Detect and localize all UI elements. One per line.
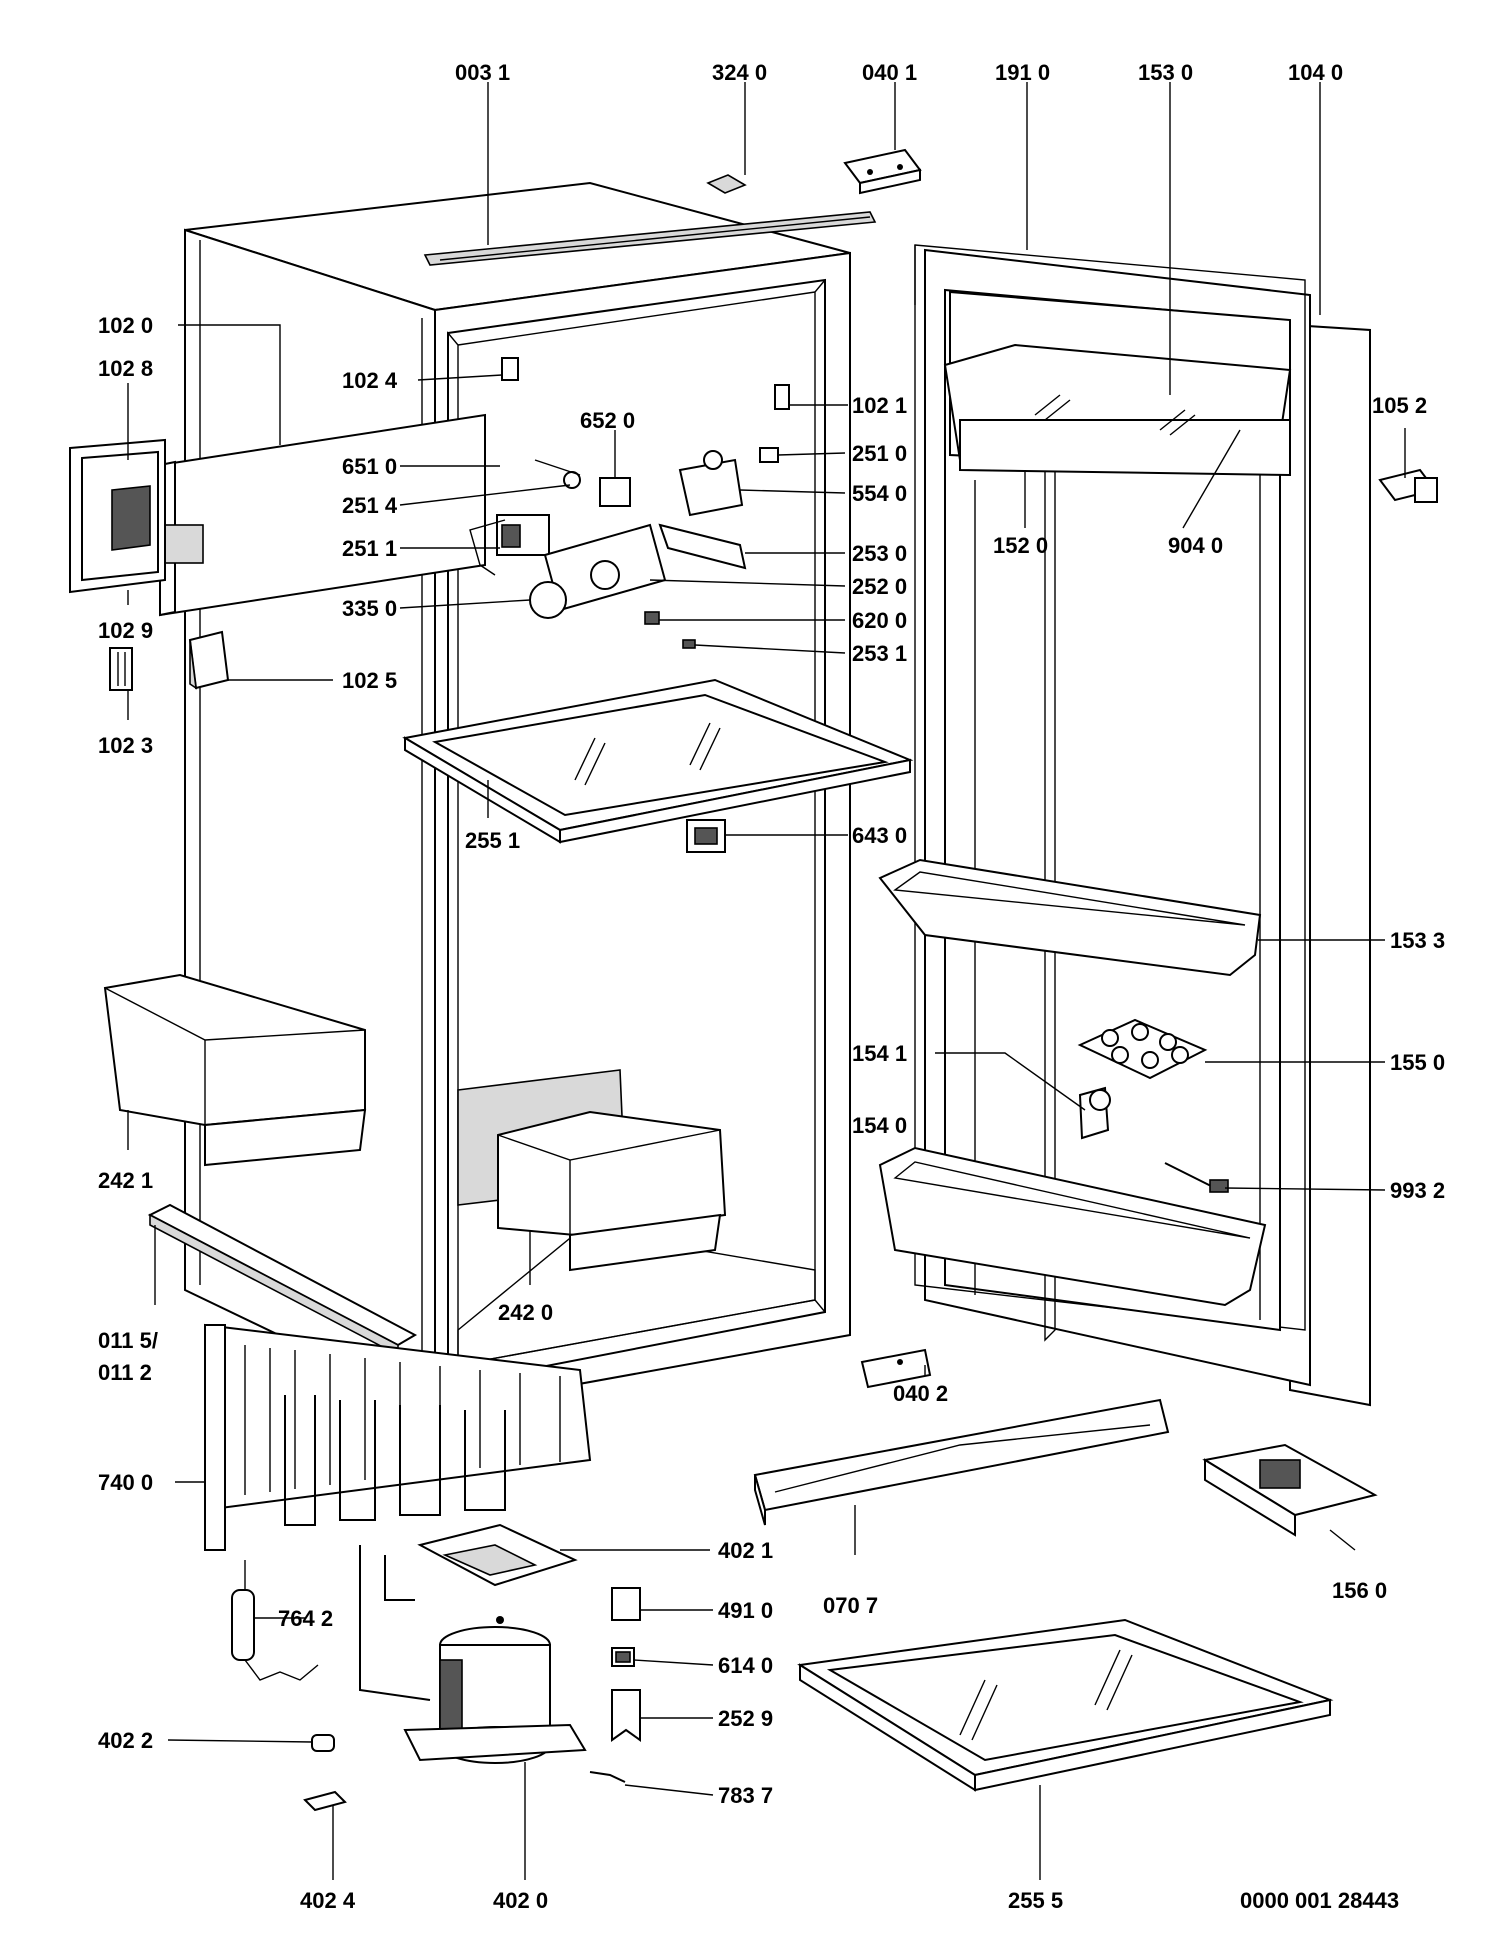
top-trim-strip: [423, 211, 877, 266]
hinge-cover: [706, 174, 747, 194]
thermometer: [1164, 1162, 1229, 1193]
label-1533: 153 3: [1390, 928, 1445, 953]
cable-connector: [589, 1771, 626, 1783]
label-1029: 102 9: [98, 618, 153, 643]
bottom-hinge: [860, 1348, 932, 1389]
door-shelf-middle: [878, 858, 1262, 977]
switch-housing: [686, 819, 726, 853]
label-2421: 242 1: [98, 1168, 153, 1193]
label-7837: 783 7: [718, 1783, 773, 1808]
label-6520: 652 0: [580, 408, 635, 433]
label-1021: 102 1: [852, 393, 907, 418]
start-device: [611, 1689, 641, 1742]
condenser: [204, 1323, 592, 1551]
label-2529: 252 9: [718, 1706, 773, 1731]
glass-shelf-lower: [797, 1618, 1334, 1792]
label-1025: 102 5: [342, 668, 397, 693]
leader-lines: [127, 82, 1406, 1880]
label-0401: 040 1: [862, 60, 917, 85]
label-1540: 154 0: [852, 1113, 907, 1138]
crisper-drawer-left: [103, 973, 367, 1167]
label-9932: 993 2: [1390, 1178, 1445, 1203]
label-1040: 104 0: [1288, 60, 1343, 85]
label-4024: 402 4: [300, 1888, 356, 1913]
label-6140: 614 0: [718, 1653, 773, 1678]
label-1020: 102 0: [98, 313, 153, 338]
label-0112: 011 2: [98, 1360, 152, 1385]
light-thermostat-assembly: [469, 357, 790, 649]
grommet: [311, 1734, 335, 1752]
label-4020: 402 0: [493, 1888, 548, 1913]
compressor: [359, 1545, 587, 1764]
label-2514: 251 4: [342, 493, 398, 518]
label-1024: 102 4: [342, 368, 398, 393]
label-6200: 620 0: [852, 608, 907, 633]
label-3350: 335 0: [342, 596, 397, 621]
label-7642: 764 2: [278, 1606, 333, 1631]
label-4022: 402 2: [98, 1728, 153, 1753]
label-6430: 643 0: [852, 823, 907, 848]
relay: [611, 1587, 641, 1621]
label-5540: 554 0: [852, 481, 907, 506]
glass-shelf-upper: [402, 678, 914, 844]
part-labels: 003 1 324 0 040 1 191 0 153 0 104 0 102 …: [98, 60, 1445, 1913]
label-1560: 156 0: [1332, 1578, 1387, 1603]
label-1028: 102 8: [98, 356, 153, 381]
control-panel: [159, 413, 486, 617]
panel-clip: [109, 647, 133, 691]
label-1023: 102 3: [98, 733, 153, 758]
bottle-retainer: [1078, 1086, 1111, 1140]
dairy-compartment: [943, 290, 1292, 477]
label-2511: 251 1: [342, 536, 397, 561]
egg-tray: [1077, 1018, 1208, 1080]
bracket: [188, 630, 230, 690]
label-2530: 253 0: [852, 541, 907, 566]
label-2510: 251 0: [852, 441, 907, 466]
label-6510: 651 0: [342, 454, 397, 479]
panel-frame: [69, 438, 166, 594]
label-2555: 255 5: [1008, 1888, 1063, 1913]
label-0031: 003 1: [455, 60, 510, 85]
compressor-mount-bracket: [417, 1523, 578, 1587]
label-1541: 154 1: [852, 1041, 907, 1066]
drawing-number: 0000 001 28443: [1240, 1888, 1399, 1913]
label-2420: 242 0: [498, 1300, 553, 1325]
crisper-drawer-inner: [457, 1069, 727, 1272]
door-shelf-bottom: [878, 1146, 1267, 1307]
toe-grille: [753, 1398, 1170, 1526]
clip: [303, 1790, 347, 1812]
door-hinge-bracket: [1378, 468, 1438, 503]
label-9040: 904 0: [1168, 533, 1223, 558]
label-1530: 153 0: [1138, 60, 1193, 85]
label-7400: 740 0: [98, 1470, 153, 1495]
label-2551: 255 1: [465, 828, 520, 853]
label-0115: 011 5/: [98, 1328, 158, 1353]
ice-cube-tray: [1202, 1443, 1378, 1537]
label-0402: 040 2: [893, 1381, 948, 1406]
label-4910: 491 0: [718, 1598, 773, 1623]
label-3240: 324 0: [712, 60, 767, 85]
label-0707: 070 7: [823, 1593, 878, 1618]
label-2531: 253 1: [852, 641, 907, 666]
label-1052: 105 2: [1372, 393, 1427, 418]
label-1550: 155 0: [1390, 1050, 1445, 1075]
label-1520: 152 0: [993, 533, 1048, 558]
label-4021: 402 1: [718, 1538, 773, 1563]
label-2520: 252 0: [852, 574, 907, 599]
top-hinge: [843, 148, 922, 195]
overload-protector: [611, 1647, 635, 1667]
label-1910: 191 0: [995, 60, 1050, 85]
filter-drier: [231, 1560, 319, 1681]
